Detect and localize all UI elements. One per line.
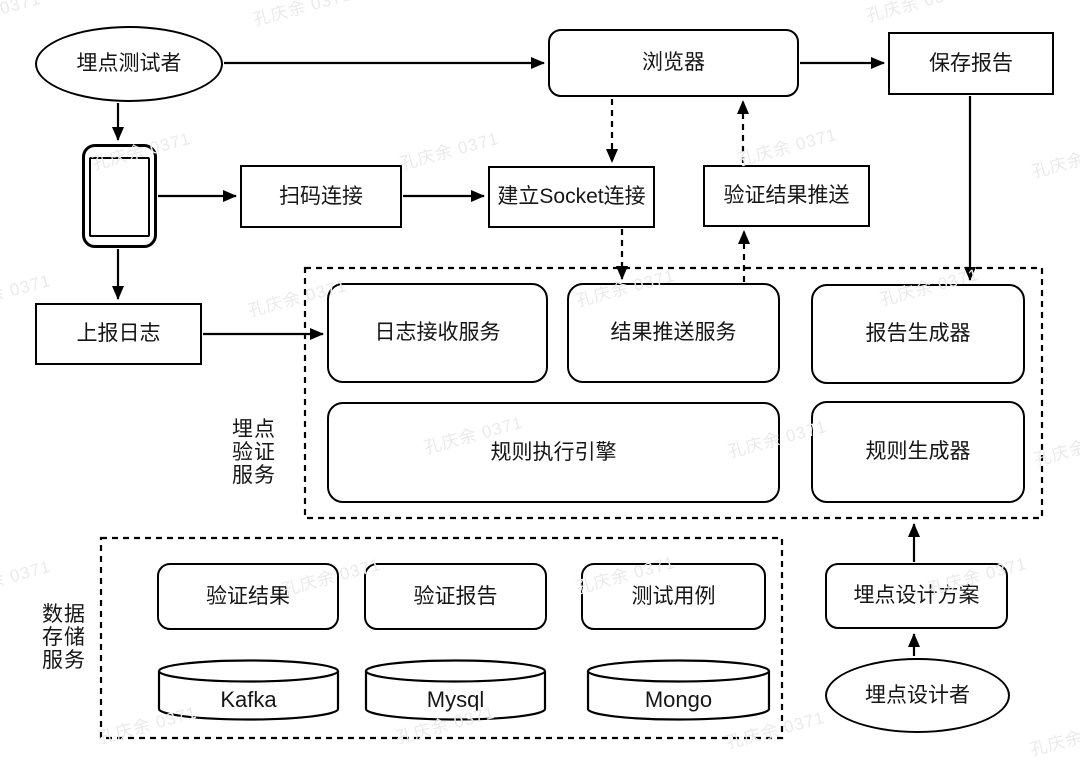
phone-icon	[82, 144, 157, 248]
node-socket-connect-label: 建立Socket连接	[497, 185, 646, 209]
node-design-plan-label: 埋点设计方案	[853, 584, 980, 608]
watermark-text: 孔庆余 0371	[1032, 425, 1080, 470]
node-report-log-label: 上报日志	[76, 322, 161, 346]
watermark-text: 孔庆余 0371	[0, 0, 44, 34]
node-test-case-label: 测试用例	[631, 584, 716, 608]
node-verify-result-label: 验证结果	[206, 584, 290, 608]
watermark-text: 孔庆余 0371	[864, 0, 968, 26]
node-scan-connect-label: 扫码连接	[279, 184, 363, 208]
watermark-text: 孔庆余 0371	[1030, 137, 1080, 182]
node-socket-connect: 建立Socket连接	[488, 166, 655, 228]
node-tester-label: 埋点测试者	[76, 52, 182, 76]
watermark-text: 孔庆余 0371	[736, 124, 840, 170]
node-scan-connect: 扫码连接	[240, 165, 402, 228]
storage-label-line1: 数据	[42, 603, 86, 626]
node-save-report: 保存报告	[888, 32, 1054, 95]
node-verify-report-label: 验证报告	[413, 584, 498, 608]
kafka-label: Kafka	[220, 687, 277, 712]
node-browser: 浏览器	[548, 29, 799, 97]
validation-service-group-label: 埋点 验证 服务	[226, 418, 282, 487]
node-browser-label: 浏览器	[642, 51, 705, 75]
node-log-receive-service: 日志接收服务	[327, 283, 548, 383]
watermark-text: 孔庆余 0371	[251, 0, 355, 30]
node-designer-ellipse: 埋点设计者	[825, 658, 1010, 733]
node-rule-generator: 规则生成器	[811, 401, 1025, 503]
node-result-push-service: 结果推送服务	[567, 283, 780, 383]
mongo-label: Mongo	[644, 687, 713, 712]
node-test-case: 测试用例	[581, 563, 766, 630]
node-save-report-label: 保存报告	[929, 51, 1013, 75]
mysql-database-cylinder: Mysql	[364, 658, 547, 722]
phone-screen	[89, 157, 150, 237]
node-report-generator-label: 报告生成器	[865, 322, 971, 346]
storage-label-line3: 服务	[42, 649, 86, 672]
node-verify-report: 验证报告	[364, 563, 547, 630]
mongo-database-cylinder: Mongo	[586, 658, 771, 722]
node-log-receive-service-label: 日志接收服务	[374, 321, 501, 345]
node-tester-ellipse: 埋点测试者	[35, 26, 223, 102]
node-verify-result: 验证结果	[157, 563, 339, 630]
validation-label-line2: 验证	[232, 441, 276, 464]
watermark-text: 孔庆余 0371	[1028, 715, 1080, 760]
node-verify-result-push: 验证结果推送	[703, 165, 870, 227]
node-report-generator: 报告生成器	[811, 284, 1025, 384]
mysql-label: Mysql	[426, 687, 485, 712]
watermark-text: 孔庆余 0371	[0, 556, 54, 602]
watermark-text: 孔庆余 0371	[398, 128, 502, 174]
node-report-log: 上报日志	[35, 303, 202, 365]
node-rule-exec-engine-label: 规则执行引擎	[490, 440, 617, 464]
storage-service-group-label: 数据 存储 服务	[36, 603, 92, 672]
node-rule-exec-engine: 规则执行引擎	[327, 402, 780, 503]
node-design-plan: 埋点设计方案	[825, 563, 1008, 629]
node-verify-result-push-label: 验证结果推送	[723, 184, 850, 208]
validation-label-line3: 服务	[232, 464, 276, 487]
node-rule-generator-label: 规则生成器	[865, 440, 971, 464]
node-result-push-service-label: 结果推送服务	[610, 321, 737, 345]
validation-label-line1: 埋点	[232, 418, 276, 441]
kafka-database-cylinder: Kafka	[157, 658, 340, 722]
storage-label-line2: 存储	[42, 626, 86, 649]
node-designer-label: 埋点设计者	[865, 683, 970, 707]
